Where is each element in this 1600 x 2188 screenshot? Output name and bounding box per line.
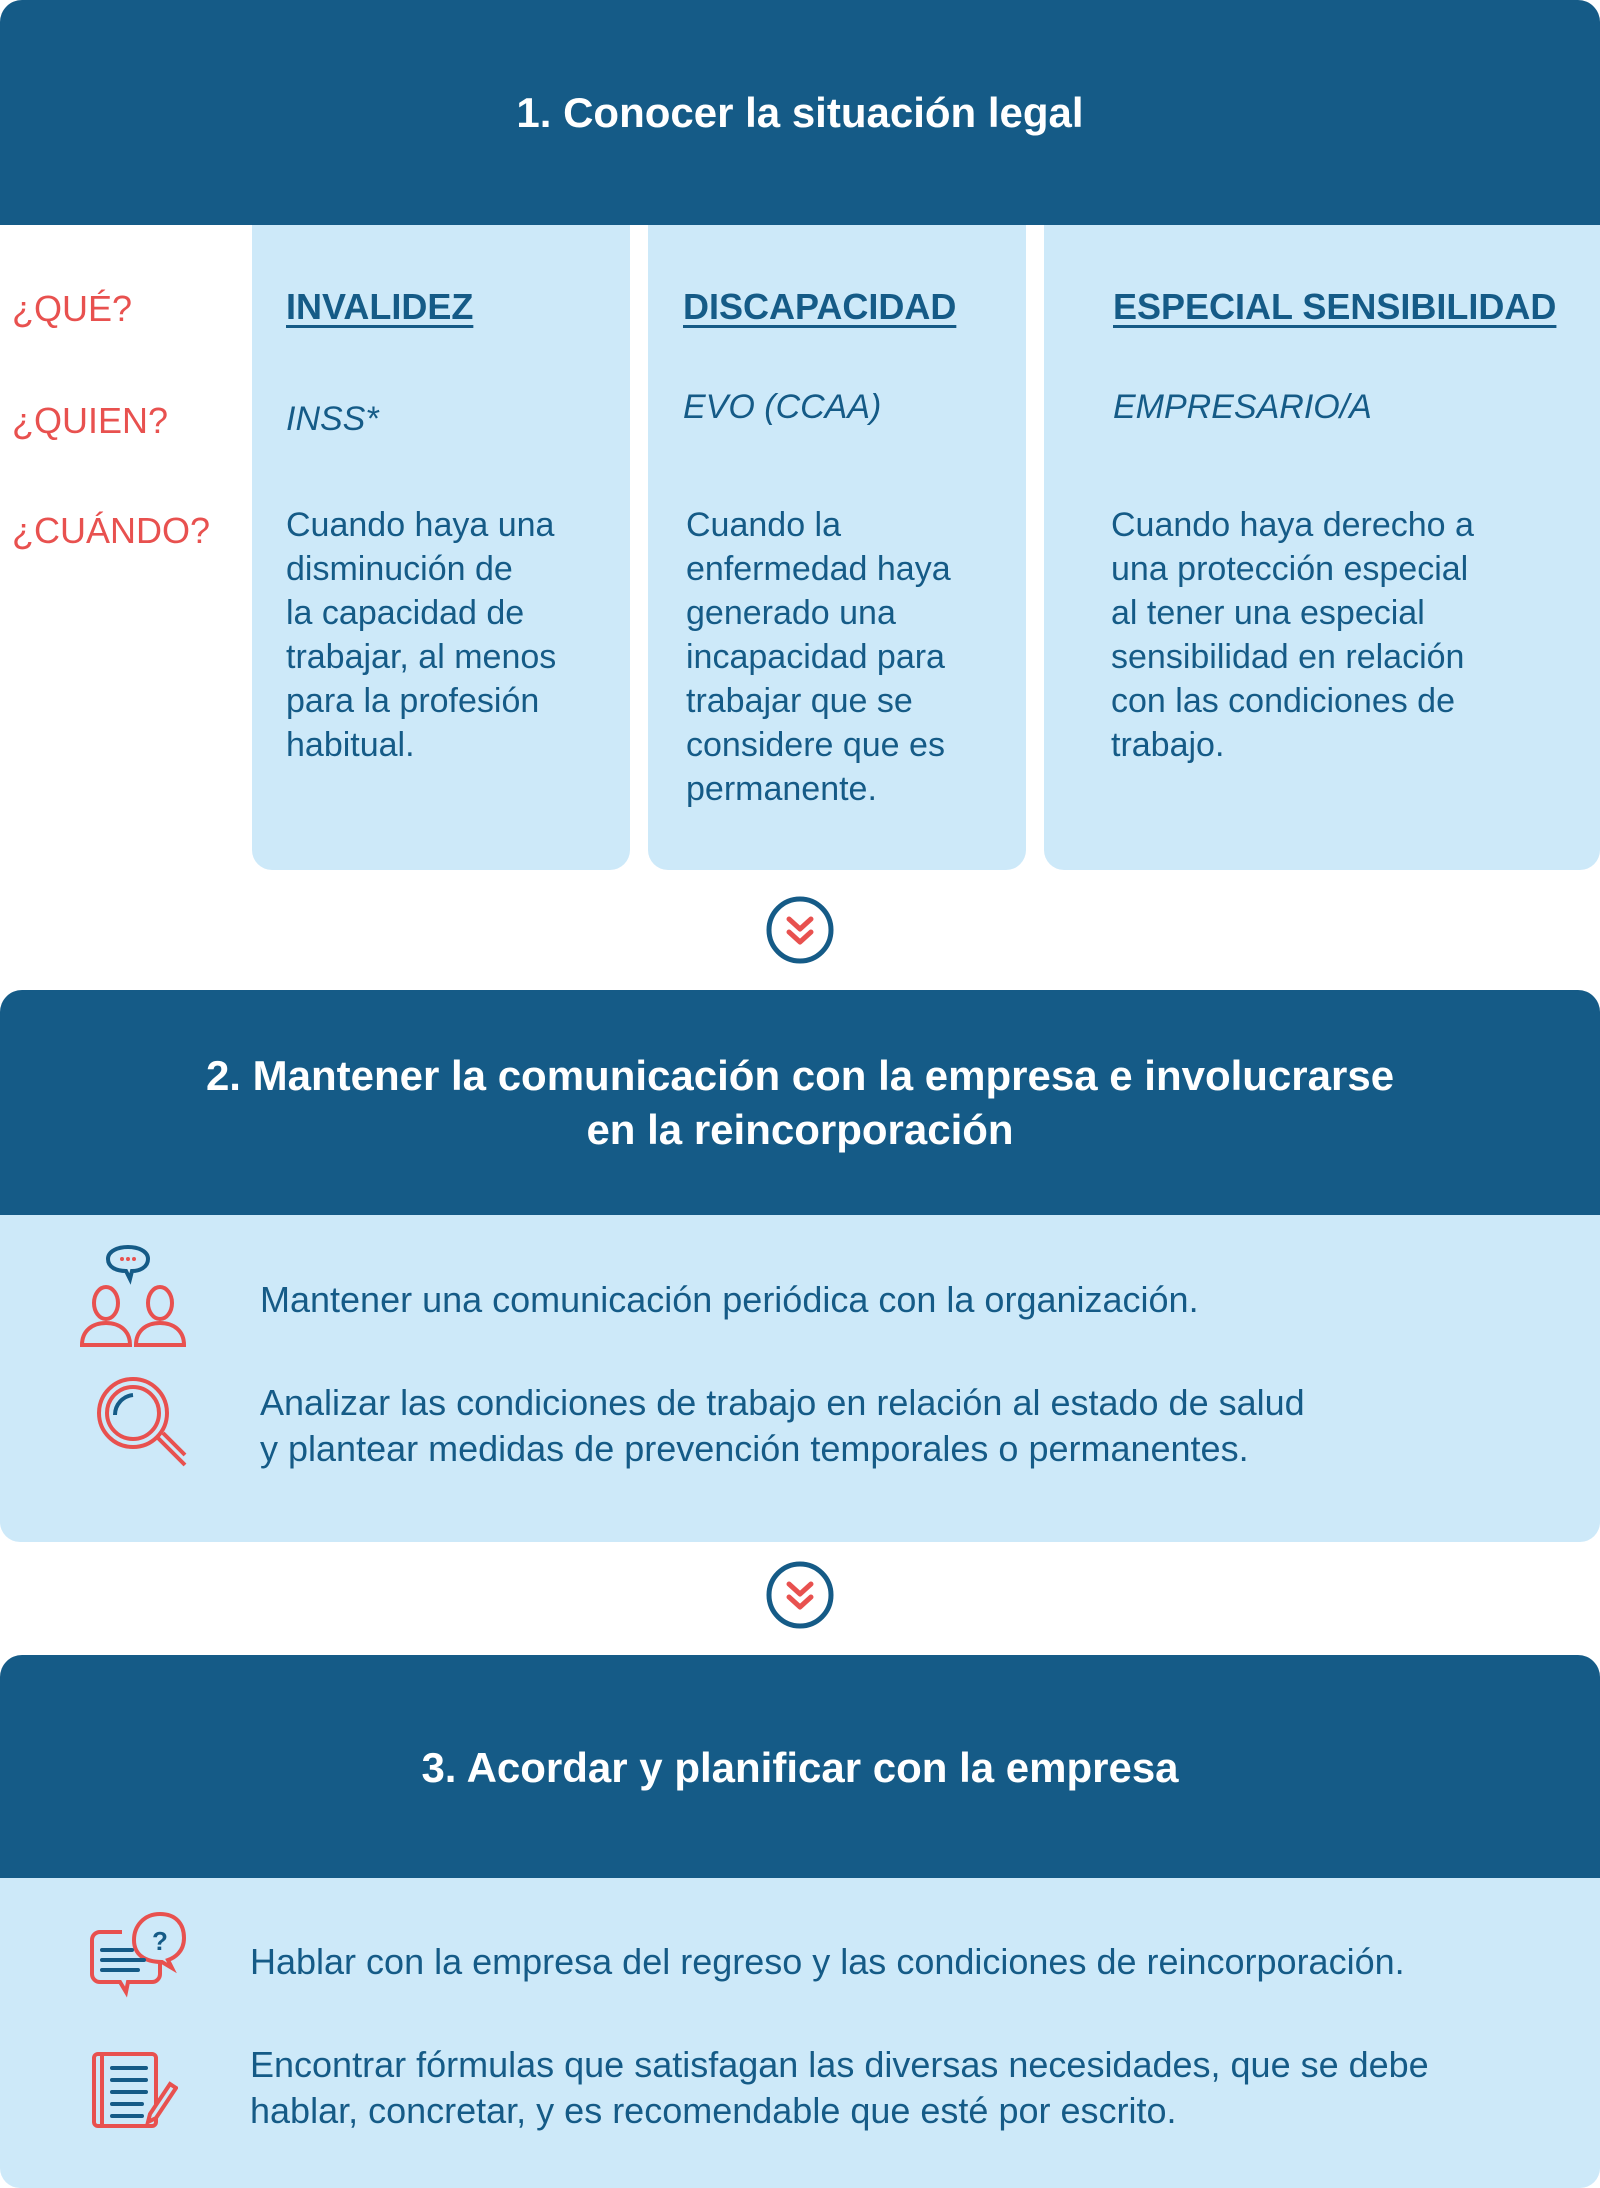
column-who: EVO (CCAA) <box>683 388 882 426</box>
notebook-pen-icon <box>92 2052 178 2128</box>
section2-header: 2. Mantener la comunicación con la empre… <box>0 990 1600 1215</box>
column-who: EMPRESARIO/A <box>1113 388 1372 426</box>
column-discapacidad <box>648 225 1026 870</box>
column-heading: DISCAPACIDAD <box>683 286 957 327</box>
svg-text:?: ? <box>152 1926 168 1956</box>
section2-item: Analizar las condiciones de trabajo en r… <box>260 1382 1305 1469</box>
label-cuando: ¿CUÁNDO? <box>12 510 211 551</box>
section2-item: Mantener una comunicación periódica con … <box>260 1279 1199 1320</box>
section3-item: Hablar con la empresa del regreso y las … <box>250 1941 1405 1982</box>
chevron-double-down-icon <box>766 896 834 964</box>
section3-header: 3. Acordar y planificar con la empresa <box>0 1655 1600 1880</box>
column-invalidez <box>252 225 630 870</box>
chevron-double-down-icon <box>766 1561 834 1629</box>
column-when: Cuando la enfermedad haya generado una i… <box>686 506 951 808</box>
section3-title: 3. Acordar y planificar con la empresa <box>421 1743 1179 1791</box>
column-when: Cuando haya derecho a una protección esp… <box>1111 506 1474 764</box>
section3-item: Encontrar fórmulas que satisfagan las di… <box>250 2044 1429 2131</box>
column-especial-sensibilidad <box>1044 225 1600 870</box>
column-heading: ESPECIAL SENSIBILIDAD <box>1113 286 1557 327</box>
column-heading: INVALIDEZ <box>286 286 474 327</box>
column-who: INSS* <box>286 400 379 438</box>
label-que: ¿QUÉ? <box>12 288 133 329</box>
section1-title: 1. Conocer la situación legal <box>516 88 1084 136</box>
section2-title: 2. Mantener la comunicación con la empre… <box>205 1051 1395 1153</box>
people-talking-icon <box>79 1245 187 1347</box>
label-quien: ¿QUIEN? <box>12 400 169 441</box>
chat-question-icon: ? <box>90 1911 187 1998</box>
section3-panel <box>0 1878 1600 2188</box>
section1-header: 1. Conocer la situación legal <box>0 0 1600 225</box>
section2-panel <box>0 1215 1600 1542</box>
magnifier-icon <box>97 1377 187 1467</box>
column-when: Cuando haya una disminución de la capaci… <box>286 506 557 764</box>
